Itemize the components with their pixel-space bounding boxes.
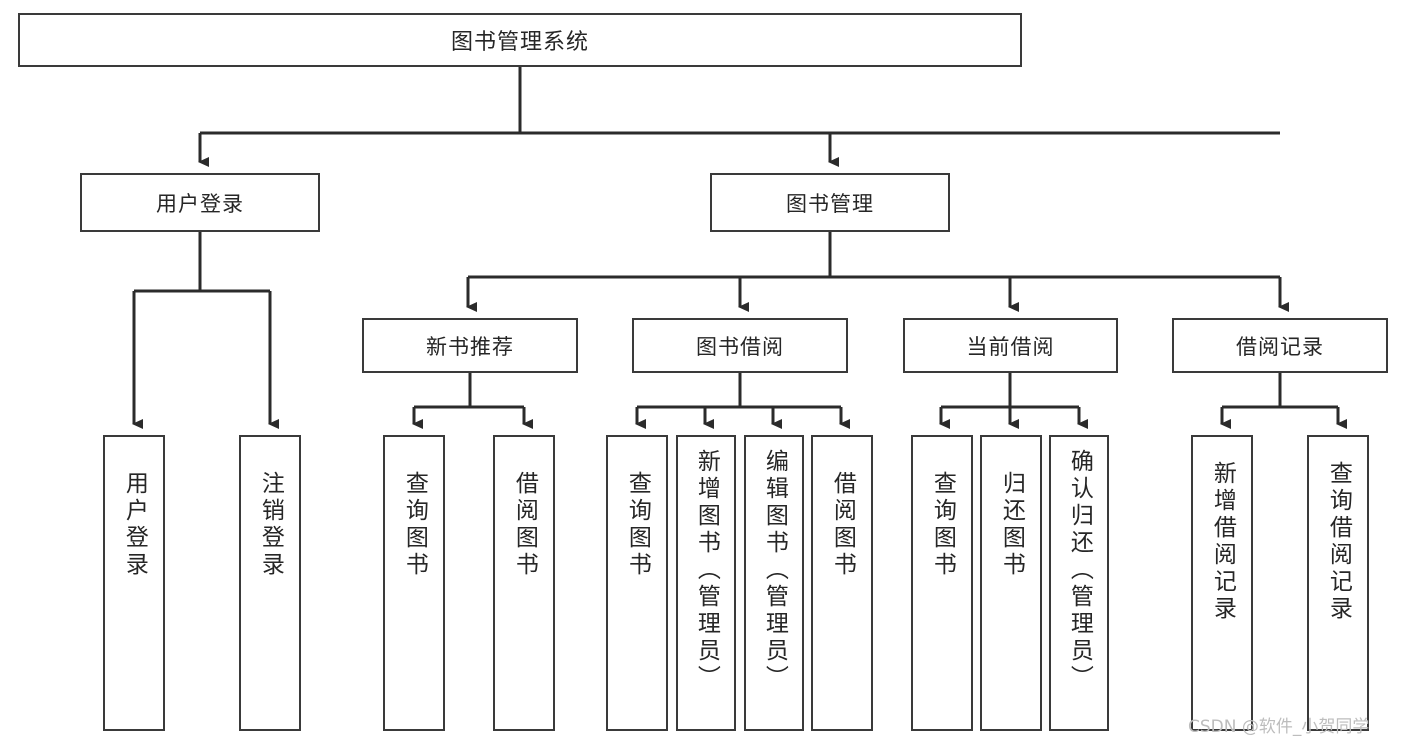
node-leaf-borrow-book-1-label: 借阅图书 [511,471,538,579]
node-borrow-record[interactable]: 借阅记录 [1172,318,1388,373]
node-leaf-query-book-2[interactable]: 查询图书 [606,435,668,731]
node-current-borrow[interactable]: 当前借阅 [903,318,1118,373]
node-leaf-logout-login[interactable]: 注销登录 [239,435,301,731]
node-leaf-return-book-label: 归还图书 [998,471,1025,579]
node-leaf-borrow-book-2-label: 借阅图书 [829,471,856,579]
node-leaf-query-book-1-label: 查询图书 [401,471,428,579]
node-book-management[interactable]: 图书管理 [710,173,950,232]
node-user-login[interactable]: 用户登录 [80,173,320,232]
node-leaf-user-login[interactable]: 用户登录 [103,435,165,731]
node-leaf-query-book-3-label: 查询图书 [929,471,956,579]
node-book-borrow[interactable]: 图书借阅 [632,318,848,373]
node-leaf-add-book-label: 新增图书（管理员） [693,449,720,692]
node-leaf-edit-book-label: 编辑图书（管理员） [761,449,788,692]
node-leaf-query-book-3[interactable]: 查询图书 [911,435,973,731]
node-leaf-edit-book[interactable]: 编辑图书（管理员） [744,435,804,731]
node-leaf-add-record[interactable]: 新增借阅记录 [1191,435,1253,731]
node-leaf-add-book[interactable]: 新增图书（管理员） [676,435,736,731]
node-leaf-confirm-return-label: 确认归还（管理员） [1066,449,1093,692]
node-book-borrow-label: 图书借阅 [696,334,784,359]
node-leaf-query-book-2-label: 查询图书 [624,471,651,579]
node-user-login-label: 用户登录 [156,191,244,216]
node-root-system[interactable]: 图书管理系统 [18,13,1022,67]
node-leaf-user-login-label: 用户登录 [121,471,148,579]
node-new-book-recommend[interactable]: 新书推荐 [362,318,578,373]
node-leaf-query-record[interactable]: 查询借阅记录 [1307,435,1369,731]
node-leaf-logout-login-label: 注销登录 [257,471,284,579]
node-root-system-label: 图书管理系统 [450,30,589,55]
node-leaf-borrow-book-1[interactable]: 借阅图书 [493,435,555,731]
node-leaf-confirm-return[interactable]: 确认归还（管理员） [1049,435,1109,731]
node-leaf-return-book[interactable]: 归还图书 [980,435,1042,731]
node-book-management-label: 图书管理 [786,191,874,216]
node-current-borrow-label: 当前借阅 [966,334,1055,359]
node-borrow-record-label: 借阅记录 [1236,334,1324,359]
node-leaf-borrow-book-2[interactable]: 借阅图书 [811,435,873,731]
node-leaf-query-record-label: 查询借阅记录 [1325,461,1352,623]
node-leaf-query-book-1[interactable]: 查询图书 [383,435,445,731]
node-leaf-add-record-label: 新增借阅记录 [1209,461,1236,623]
csdn-watermark: CSDN @软件_小贺同学 [1188,717,1370,737]
node-new-book-recommend-label: 新书推荐 [426,334,514,359]
